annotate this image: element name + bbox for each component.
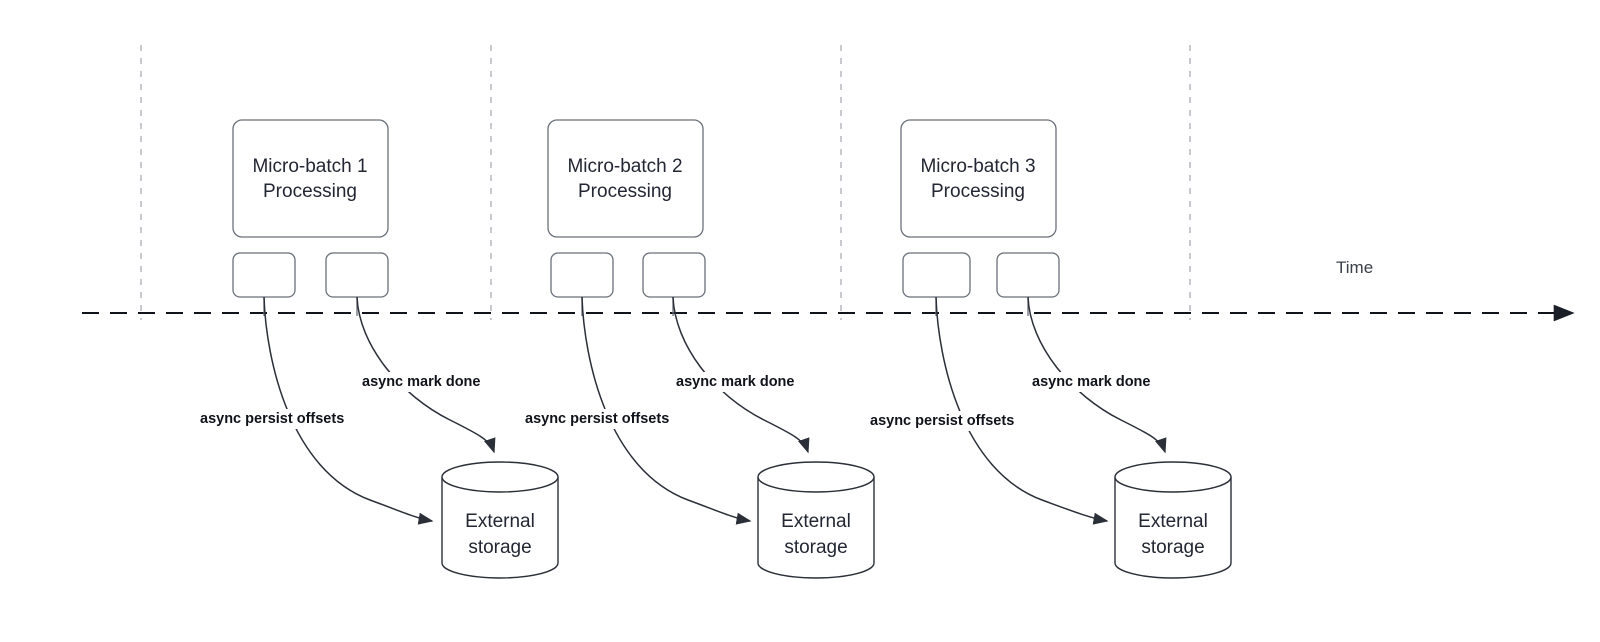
external-storage-2[interactable]: External storage: [757, 461, 875, 579]
external-storage-1-label-line1: External: [465, 511, 535, 532]
edge-async-persist-offsets-1: [263, 296, 434, 525]
edge-async-persist-offsets-2: [581, 296, 752, 525]
task-box-1a[interactable]: [232, 252, 296, 298]
micro-batch-1-box[interactable]: [232, 119, 389, 238]
external-storage-3-top: [1114, 461, 1232, 493]
task-box-3b[interactable]: [996, 252, 1060, 298]
micro-batch-3-group: Micro-batch 3 Processing async persist o…: [866, 119, 1232, 579]
external-storage-2-top: [757, 461, 875, 493]
edge-label-async-mark-done-3: async mark done: [1032, 374, 1150, 390]
edge-async-mark-done-3: [1027, 296, 1167, 454]
external-storage-2-body: [757, 477, 875, 579]
micro-batch-1-label-line1: Micro-batch 1: [252, 156, 367, 177]
edge-label-async-persist-offsets-3: async persist offsets: [870, 413, 1014, 429]
edge-label-async-mark-done-2: async mark done: [676, 374, 794, 390]
external-storage-1-body: [441, 477, 559, 579]
external-storage-3[interactable]: External storage: [1114, 461, 1232, 579]
edge-label-bg-2b: [672, 372, 816, 392]
micro-batch-2-label-line2: Processing: [578, 181, 672, 202]
micro-batch-2-group: Micro-batch 2 Processing async persist o…: [521, 119, 875, 579]
external-storage-1[interactable]: External storage: [441, 461, 559, 579]
external-storage-1-top: [441, 461, 559, 493]
edge-label-async-persist-offsets-2: async persist offsets: [525, 411, 669, 427]
edge-label-bg-3a: [866, 411, 1044, 431]
edge-async-persist-offsets-3: [935, 296, 1109, 525]
edge-label-async-persist-offsets-1: async persist offsets: [200, 411, 344, 427]
external-storage-3-label-line2: storage: [1141, 537, 1204, 558]
task-box-2b[interactable]: [642, 252, 706, 298]
edge-label-bg-3b: [1028, 372, 1172, 392]
edge-async-mark-done-2: [672, 296, 810, 454]
micro-batch-2-label-line1: Micro-batch 2: [567, 156, 682, 177]
external-storage-1-label-line2: storage: [468, 537, 531, 558]
micro-batch-3-label-line2: Processing: [931, 181, 1025, 202]
task-box-1b[interactable]: [325, 252, 389, 298]
external-storage-3-body: [1114, 477, 1232, 579]
edge-label-bg-1a: [196, 409, 374, 429]
external-storage-2-label-line2: storage: [784, 537, 847, 558]
micro-batch-1-label-line2: Processing: [263, 181, 357, 202]
task-box-3a[interactable]: [902, 252, 971, 298]
edge-label-bg-1b: [358, 372, 502, 392]
external-storage-3-label-line1: External: [1138, 511, 1208, 532]
edge-label-bg-2a: [521, 409, 699, 429]
edge-async-mark-done-1: [356, 296, 496, 454]
micro-batch-3-label-line1: Micro-batch 3: [920, 156, 1035, 177]
external-storage-2-label-line1: External: [781, 511, 851, 532]
micro-batch-2-box[interactable]: [547, 119, 704, 238]
edge-label-async-mark-done-1: async mark done: [362, 374, 480, 390]
micro-batch-1-group: Micro-batch 1 Processing async persist o…: [196, 119, 559, 579]
time-axis-label: Time: [1336, 258, 1373, 277]
task-box-2a[interactable]: [550, 252, 614, 298]
micro-batch-3-box[interactable]: [900, 119, 1057, 238]
